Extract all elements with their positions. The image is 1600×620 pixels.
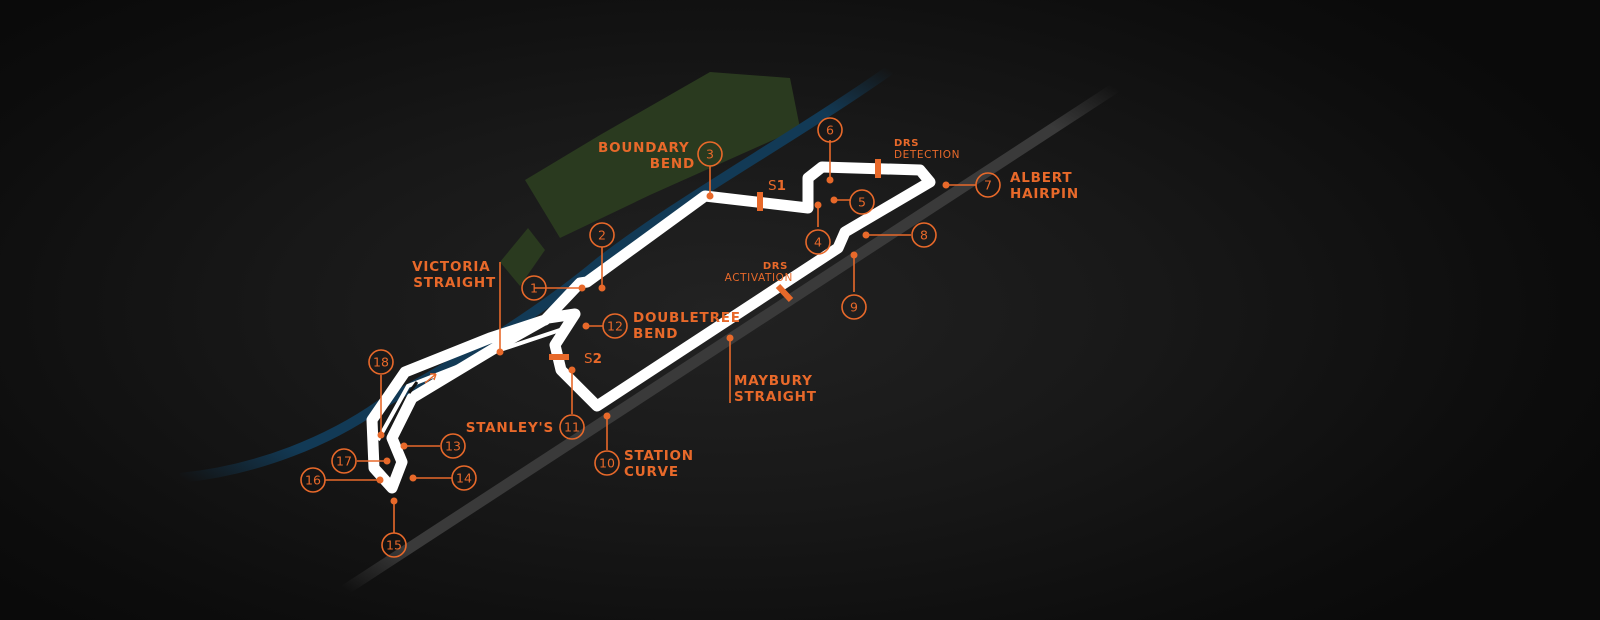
turn-16: 16 bbox=[300, 467, 326, 493]
svg-text:11: 11 bbox=[564, 420, 580, 435]
start-finish-line bbox=[407, 381, 419, 394]
turn-8: 8 bbox=[911, 222, 937, 248]
drs-activation-label: DRS ACTIVATION bbox=[725, 254, 793, 284]
svg-text:4: 4 bbox=[814, 235, 822, 250]
maybury-straight-label: MAYBURY STRAIGHT bbox=[734, 373, 818, 405]
turn-11: 11 bbox=[559, 414, 585, 440]
turn-10: 10 bbox=[594, 450, 620, 476]
turn-2: 2 bbox=[589, 222, 615, 248]
svg-text:8: 8 bbox=[920, 228, 928, 243]
turn-5: 5 bbox=[849, 189, 875, 215]
park-area bbox=[525, 72, 800, 238]
stanleys-label: STANLEY'S bbox=[466, 420, 554, 436]
svg-text:1: 1 bbox=[530, 281, 538, 296]
turn-18: 18 bbox=[368, 349, 394, 375]
river bbox=[179, 65, 893, 483]
svg-text:18: 18 bbox=[373, 355, 389, 370]
victoria-straight-label: VICTORIA STRAIGHT bbox=[412, 259, 496, 291]
race-track bbox=[366, 161, 936, 494]
svg-text:6: 6 bbox=[826, 123, 834, 138]
park-area-small bbox=[500, 228, 545, 286]
drs-detection-label: DRS DETECTION bbox=[894, 131, 960, 161]
drs-activation-marker bbox=[775, 283, 794, 303]
turn-3: 3 bbox=[697, 141, 723, 167]
turn-1: 1 bbox=[521, 275, 547, 301]
boundary-bend-label: BOUNDARY BEND bbox=[598, 140, 695, 172]
svg-text:2: 2 bbox=[598, 228, 606, 243]
pit-arrow-icon bbox=[424, 373, 437, 384]
svg-text:9: 9 bbox=[850, 300, 858, 315]
turn-13: 13 bbox=[440, 433, 466, 459]
pit-lane bbox=[376, 328, 561, 441]
svg-text:16: 16 bbox=[305, 473, 321, 488]
svg-text:5: 5 bbox=[858, 195, 866, 210]
turn-4: 4 bbox=[805, 229, 831, 255]
turn-12: 12 bbox=[602, 313, 628, 339]
sector2-label: S2 bbox=[584, 351, 602, 367]
svg-text:13: 13 bbox=[445, 439, 461, 454]
station-curve-label: STATION CURVE bbox=[624, 448, 699, 480]
turn-14: 14 bbox=[451, 465, 477, 491]
svg-text:3: 3 bbox=[706, 147, 714, 162]
doubletree-bend-label: DOUBLETREE BEND bbox=[633, 310, 746, 342]
svg-text:17: 17 bbox=[336, 454, 352, 469]
albert-hairpin-label: ALBERT HAIRPIN bbox=[1010, 170, 1079, 202]
svg-text:7: 7 bbox=[984, 178, 992, 193]
svg-text:15: 15 bbox=[386, 538, 402, 553]
turn-7: 7 bbox=[975, 172, 1001, 198]
svg-text:12: 12 bbox=[607, 319, 623, 334]
svg-text:10: 10 bbox=[599, 456, 615, 471]
turn-15: 15 bbox=[381, 532, 407, 558]
turn-9: 9 bbox=[841, 294, 867, 320]
sector1-label: S1 bbox=[768, 178, 786, 194]
turn-17: 17 bbox=[331, 448, 357, 474]
svg-text:14: 14 bbox=[456, 471, 472, 486]
leaders bbox=[325, 140, 976, 533]
turn-6: 6 bbox=[817, 117, 843, 143]
